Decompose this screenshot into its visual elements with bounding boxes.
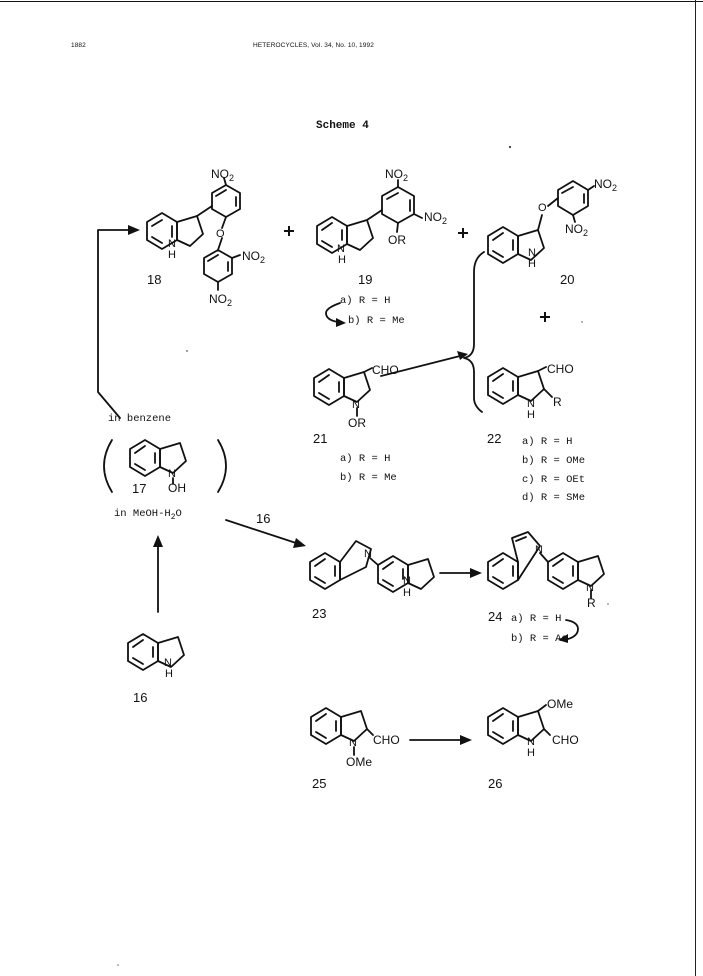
compound-18-structure: [146, 177, 241, 291]
label-21-cho: CHO: [372, 363, 399, 377]
compound-23-number: 23: [312, 606, 327, 621]
label-22-cho: CHO: [547, 362, 574, 376]
arrowhead-to-26: [460, 735, 472, 745]
compound-24-number: 24: [488, 609, 503, 624]
arrowhead-24b: [558, 634, 568, 643]
label-20-no2-top: NO2: [594, 177, 618, 193]
label-17-n: N: [168, 468, 176, 480]
label-22-n: N: [527, 398, 535, 410]
label-20-o: O: [538, 202, 547, 214]
compound-18-number: 18: [147, 272, 162, 287]
benzene-return-arrow: [97, 229, 129, 419]
label-26-n: N: [527, 736, 535, 748]
label-20-no2-bottom: NO2: [565, 222, 589, 238]
substituent-21a: a) R = H: [340, 453, 391, 465]
label-21-or: OR: [348, 416, 366, 430]
label-23-h: H: [403, 587, 411, 599]
label-24-n1: N: [535, 544, 543, 556]
compound-21-structure: [313, 367, 373, 417]
arrow-21-to-22: [380, 355, 461, 377]
substituent-21b: b) R = Me: [340, 472, 397, 484]
compound-20-structure: [487, 180, 595, 264]
arrowhead-to-24: [470, 568, 482, 578]
compound-20-number: 20: [560, 272, 575, 287]
compound-16-number: 16: [133, 690, 148, 705]
compound-25-number: 25: [312, 776, 327, 791]
arrowhead-to-18: [128, 225, 140, 235]
arrow-17-to-23: [225, 519, 297, 544]
page-edge: [695, 0, 696, 976]
label-20-n: N: [528, 247, 536, 259]
label-25-ome: OMe: [346, 755, 373, 769]
compound-22-structure: [487, 366, 553, 405]
substituent-19a: a) R = H: [340, 295, 391, 307]
compound-25-structure: [310, 707, 374, 756]
curved-arrow-24: [565, 619, 579, 640]
compound-22-number: 22: [487, 431, 502, 446]
reagent-16-label: 16: [256, 511, 271, 526]
substituent-24a: a) R = H: [511, 613, 562, 625]
condition-meoh-water: in MeOH-H2O: [114, 508, 182, 522]
substituent-22a: a) R = H: [522, 436, 573, 448]
substituent-19b: b) R = Me: [348, 315, 405, 327]
compound-23-structure: [309, 540, 435, 593]
compound-21-number: 21: [313, 431, 328, 446]
label-26-cho: CHO: [552, 733, 579, 747]
label-16-n: N: [164, 657, 172, 669]
label-26-ome: OMe: [547, 697, 574, 711]
label-22-h: H: [527, 409, 535, 421]
label-18-o: O: [216, 228, 225, 240]
label-19-no2-right: NO2: [424, 210, 448, 226]
arrowhead-to-22: [457, 351, 468, 360]
arrowhead-19b: [336, 318, 346, 327]
substituent-22d: d) R = SMe: [522, 492, 586, 504]
label-17-oh: OH: [168, 481, 186, 495]
substituent-22c: c) R = OEt: [522, 474, 586, 486]
label-18-no2-top: NO2: [211, 167, 235, 183]
product-bracket: [463, 251, 485, 413]
compound-16-structure: [127, 633, 185, 671]
label-26-h: H: [527, 747, 535, 759]
label-18-n: N: [168, 238, 176, 250]
condition-benzene: in benzene: [108, 413, 172, 425]
label-19-no2-top: NO2: [385, 167, 409, 183]
arrowhead-to-17: [153, 535, 163, 547]
substituent-22b: b) R = OMe: [522, 455, 586, 467]
label-19-n: N: [337, 243, 345, 255]
label-19-h: H: [338, 254, 346, 266]
compound-24-structure: [487, 531, 605, 599]
compound-17-number: 17: [132, 481, 147, 496]
curved-arrow-19: [325, 302, 341, 323]
compound-19-number: 19: [358, 272, 373, 287]
label-21-n: N: [352, 399, 360, 411]
scheme-title: Scheme 4: [316, 120, 369, 132]
compound-26-number: 26: [488, 776, 503, 791]
compound-17-structure: [103, 439, 227, 493]
label-19-or: OR: [388, 233, 406, 247]
page-number: 1882: [71, 42, 86, 49]
label-22-r: R: [553, 395, 562, 409]
label-16-h: H: [165, 668, 173, 680]
label-20-h: H: [528, 258, 536, 270]
label-24-n2: N: [586, 582, 594, 594]
compound-19-structure: [316, 179, 423, 254]
top-rule: [0, 1, 703, 2]
label-23-n2: N: [403, 575, 411, 587]
label-18-no2-mid: NO2: [242, 249, 266, 265]
label-24-r: R: [587, 596, 596, 610]
label-18-no2-bottom: NO2: [209, 292, 233, 308]
label-25-n: N: [349, 737, 357, 749]
label-18-h: H: [168, 249, 176, 261]
compound-26-structure: [487, 704, 551, 745]
running-title: HETEROCYCLES, Vol. 34, No. 10, 1992: [253, 42, 374, 49]
label-23-n1: N: [364, 548, 372, 560]
arrowhead-to-23: [293, 538, 306, 548]
label-25-cho: CHO: [373, 733, 400, 747]
substituent-24b: b) R = Ac: [511, 633, 568, 645]
